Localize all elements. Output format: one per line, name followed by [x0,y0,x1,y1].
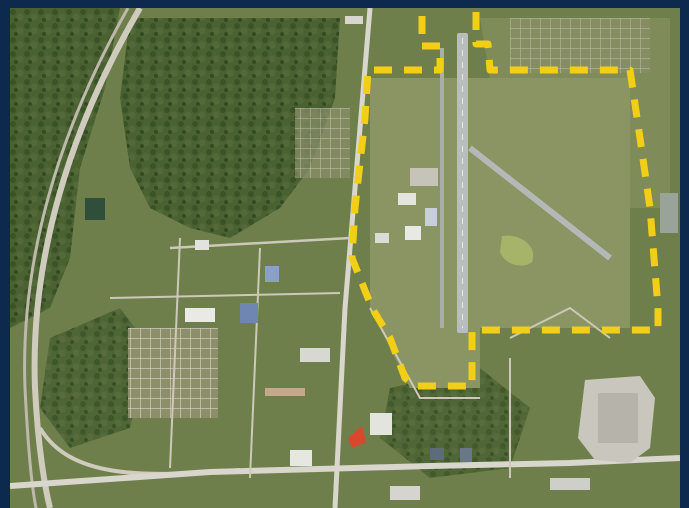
aerial-map[interactable] [10,8,680,508]
building-blue-1 [240,303,258,323]
building-lot-south [265,388,305,396]
building-white-1 [185,308,215,322]
road-2 [109,292,341,299]
residential-northeast [510,18,650,73]
building-southeast-1 [430,448,444,460]
apron [410,168,438,186]
road-4 [249,247,261,479]
building-southeast-2 [460,448,472,462]
building-north-1 [345,16,363,24]
residential-north [295,108,350,178]
large-complex-roof [598,393,638,443]
road-5 [369,307,480,399]
building-white-5 [370,413,392,435]
building-bottom-1 [390,486,420,500]
crosswind-runway [468,145,612,261]
building-white-3 [300,348,330,362]
building-bottom-2 [550,478,590,490]
highway-west-lane [23,8,130,508]
highway-west [31,8,143,508]
aerial-map-svg [10,8,680,508]
pond [500,235,534,266]
building-white-2 [195,240,209,250]
woods-central [120,18,340,238]
building-blue-2 [265,266,279,282]
red-building [348,426,366,448]
building-right-1 [660,193,678,233]
hangar-3 [425,208,437,226]
main-road [332,8,373,508]
pond-west [85,198,105,220]
woods-southwest [40,308,150,448]
hangar-1 [398,193,416,205]
airport-boundary-outline [348,8,662,390]
road-3 [169,237,181,469]
hangar-4 [375,233,389,243]
taxiway [440,48,444,328]
highway-south [10,455,680,489]
building-white-4 [290,450,312,466]
hangar-2 [405,226,421,240]
road-6 [509,306,611,339]
